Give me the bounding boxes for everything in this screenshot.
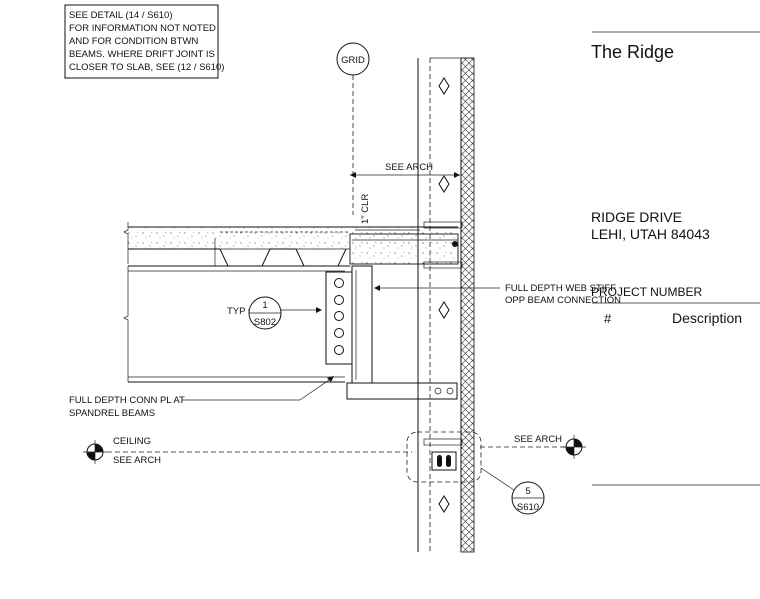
typ-detail-number: 1: [262, 300, 267, 311]
grid-marker: GRID: [336, 42, 370, 215]
see-arch-right-label: SEE ARCH: [514, 434, 562, 445]
conn-plate-line-2: SPANDREL BEAMS: [69, 408, 155, 419]
floor-slab: [123, 222, 459, 267]
title-block: The Ridge RIDGE DRIVE LEHI, UTAH 84043 P…: [591, 31, 760, 486]
project-number-label: PROJECT NUMBER: [591, 285, 702, 299]
ceiling-target-right-icon: [562, 435, 586, 459]
bottom-connection-detail: 5 S610: [406, 431, 545, 515]
see-arch-left-label: SEE ARCH: [113, 455, 161, 466]
typ-detail-sheet: S802: [254, 317, 276, 328]
typ-detail-callout: TYP 1 S802: [227, 296, 322, 330]
grid-label: GRID: [341, 55, 365, 66]
see-arch-top-label: SEE ARCH: [385, 162, 433, 173]
see-arch-top-note: SEE ARCH: [350, 162, 460, 178]
bottom-detail-sheet: S610: [517, 502, 539, 513]
detail-note-line-2: FOR INFORMATION NOT NOTED: [69, 23, 216, 34]
ceiling-line: CEILING SEE ARCH SEE ARCH: [83, 434, 586, 466]
typ-label: TYP: [227, 306, 245, 317]
project-name: The Ridge: [591, 42, 674, 62]
address-line-2: LEHI, UTAH 84043: [591, 226, 710, 242]
clearance-note: 1" CLR: [355, 194, 420, 231]
conn-plate-note: FULL DEPTH CONN PL AT SPANDREL BEAMS: [69, 376, 334, 419]
web-stiffener-line-1: FULL DEPTH WEB STIFF: [505, 283, 616, 294]
spandrel-beam: [123, 265, 458, 400]
detail-note-line-5: CLOSER TO SLAB, SEE (12 / S610): [69, 62, 224, 73]
ceiling-label: CEILING: [113, 436, 151, 447]
clearance-label: 1" CLR: [360, 194, 371, 224]
bottom-detail-number: 5: [525, 486, 530, 497]
revision-description-header: Description: [672, 310, 742, 326]
detail-note-line-1: SEE DETAIL (14 / S610): [69, 10, 173, 21]
address-line-1: RIDGE DRIVE: [591, 209, 682, 225]
web-stiffener-note: FULL DEPTH WEB STIFF OPP BEAM CONNECTION: [374, 283, 621, 306]
wall-panel: [417, 57, 475, 553]
detail-note-box: SEE DETAIL (14 / S610) FOR INFORMATION N…: [64, 4, 224, 79]
detail-note-line-3: AND FOR CONDITION BTWN: [69, 36, 198, 47]
detail-note-line-4: BEAMS. WHERE DRIFT JOINT IS: [69, 49, 215, 60]
ceiling-target-left-icon: [83, 440, 107, 464]
bolt-group: [334, 278, 344, 355]
revision-number-header: #: [604, 311, 612, 326]
web-stiffener-line-2: OPP BEAM CONNECTION: [505, 295, 621, 306]
conn-plate-line-1: FULL DEPTH CONN PL AT: [69, 395, 185, 406]
